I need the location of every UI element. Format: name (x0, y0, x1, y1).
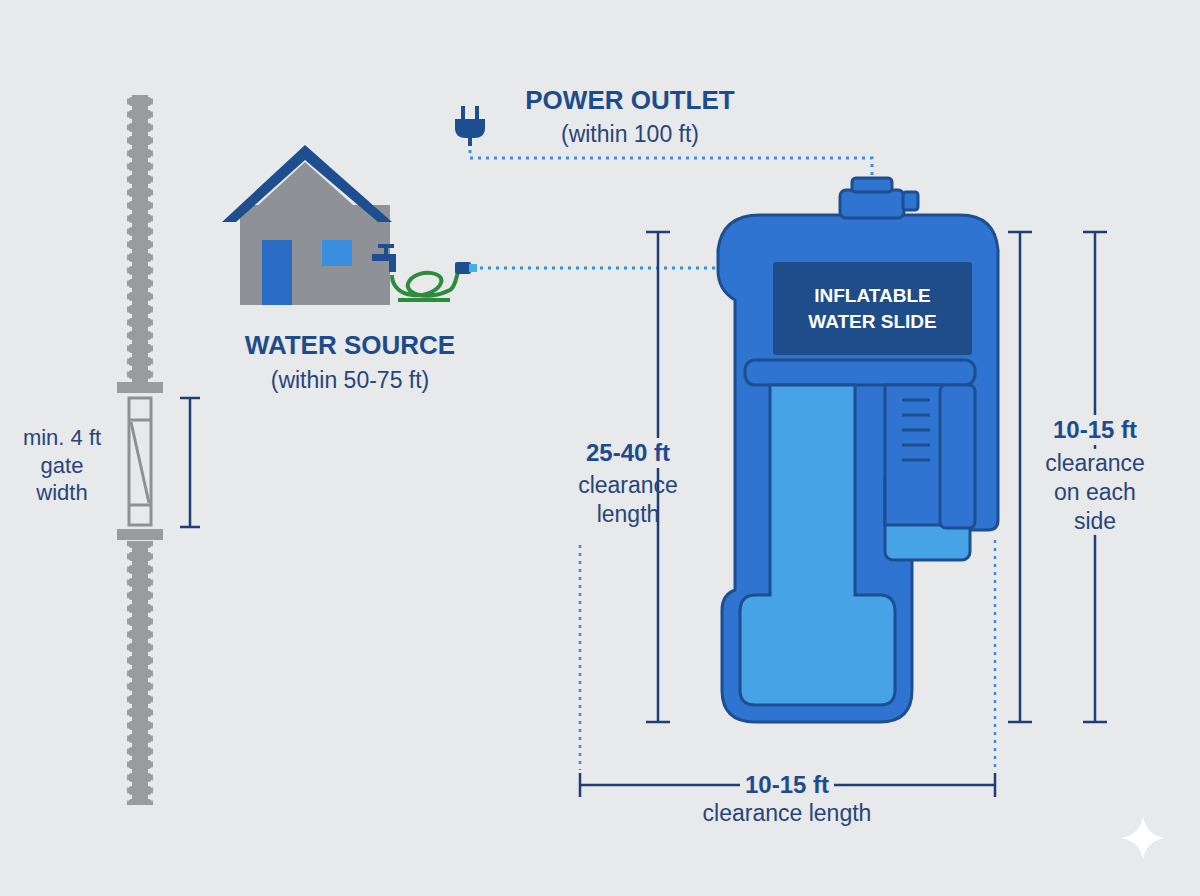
note-label: clearance length (703, 799, 872, 828)
heading-label: WATER SOURCE (245, 329, 455, 362)
water-slide (718, 178, 998, 722)
house-icon (222, 145, 477, 305)
panel-text: INFLATABLE WATER SLIDE (783, 283, 962, 334)
note-label: clearance length (571, 471, 686, 529)
plug-icon (455, 106, 485, 146)
sparkle-mark (1121, 816, 1165, 860)
note-label: (within 100 ft) (561, 120, 699, 149)
title-panel: INFLATABLE WATER SLIDE (773, 262, 972, 355)
note-label: min. 4 ft gate width (18, 424, 106, 507)
heading-label: POWER OUTLET (525, 84, 734, 117)
note-label: clearance on each side (1029, 449, 1161, 535)
heading-label: 10-15 ft (1048, 415, 1142, 445)
heading-label: 10-15 ft (740, 770, 834, 800)
heading-label: 25-40 ft (581, 438, 675, 468)
power-line (470, 150, 872, 176)
extension-lines (580, 540, 995, 770)
note-label: (within 50-75 ft) (271, 366, 430, 395)
gate-dimension (180, 398, 200, 527)
fence (117, 95, 163, 805)
water-line (480, 267, 724, 270)
